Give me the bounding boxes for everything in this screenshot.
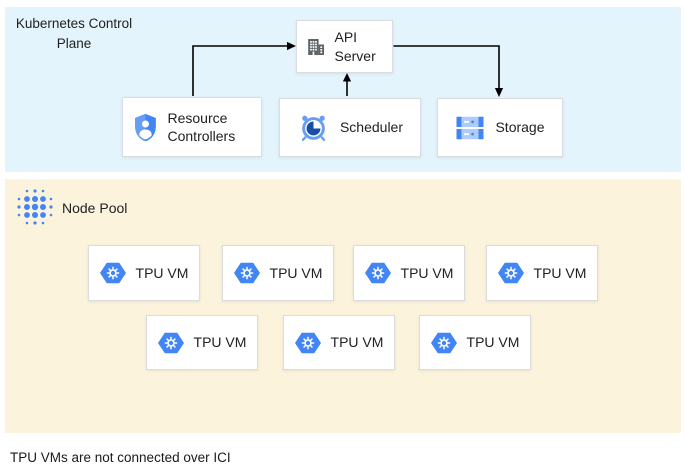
gke-hexagon-icon — [431, 332, 457, 354]
dot-cluster-icon — [15, 187, 55, 227]
resource-controllers-node: Resource Controllers — [122, 97, 262, 157]
tpu-vm-label: TPU VM — [135, 264, 189, 281]
tpu-vm-label: TPU VM — [400, 264, 454, 281]
tpu-vm-node: TPU VM — [283, 315, 395, 370]
building-icon — [305, 36, 327, 58]
node-pool-region — [5, 179, 681, 433]
alarm-clock-icon — [297, 113, 330, 142]
gke-hexagon-icon — [498, 262, 524, 284]
tpu-vm-node: TPU VM — [486, 245, 598, 301]
tpu-vm-node: TPU VM — [353, 245, 465, 301]
disk-stack-icon — [455, 115, 485, 141]
tpu-vm-node: TPU VM — [222, 245, 334, 301]
control-plane-label: Kubernetes Control Plane — [15, 16, 133, 51]
tpu-vm-node: TPU VM — [146, 315, 258, 370]
resource-controllers-label: Resource Controllers — [167, 109, 236, 144]
shield-user-icon — [133, 113, 158, 142]
scheduler-label: Scheduler — [339, 119, 404, 136]
tpu-vm-label: TPU VM — [193, 334, 247, 351]
gke-hexagon-icon — [234, 262, 260, 284]
gke-hexagon-icon — [365, 262, 391, 284]
tpu-vm-node: TPU VM — [88, 245, 200, 301]
gke-hexagon-icon — [158, 332, 184, 354]
tpu-vm-label: TPU VM — [269, 264, 323, 281]
tpu-vm-label: TPU VM — [330, 334, 384, 351]
tpu-vm-node: TPU VM — [419, 315, 531, 370]
diagram-caption: TPU VMs are not connected over ICI — [10, 450, 231, 465]
gke-hexagon-icon — [295, 332, 321, 354]
scheduler-node: Scheduler — [279, 98, 421, 157]
node-pool-label: Node Pool — [62, 200, 128, 216]
tpu-vm-label: TPU VM — [466, 334, 520, 351]
tpu-vm-label: TPU VM — [533, 264, 587, 281]
gke-hexagon-icon — [100, 262, 126, 284]
storage-label: Storage — [495, 119, 545, 136]
api-server-node: API Server — [296, 20, 393, 73]
storage-node: Storage — [437, 98, 563, 157]
api-server-label: API Server — [334, 29, 376, 64]
